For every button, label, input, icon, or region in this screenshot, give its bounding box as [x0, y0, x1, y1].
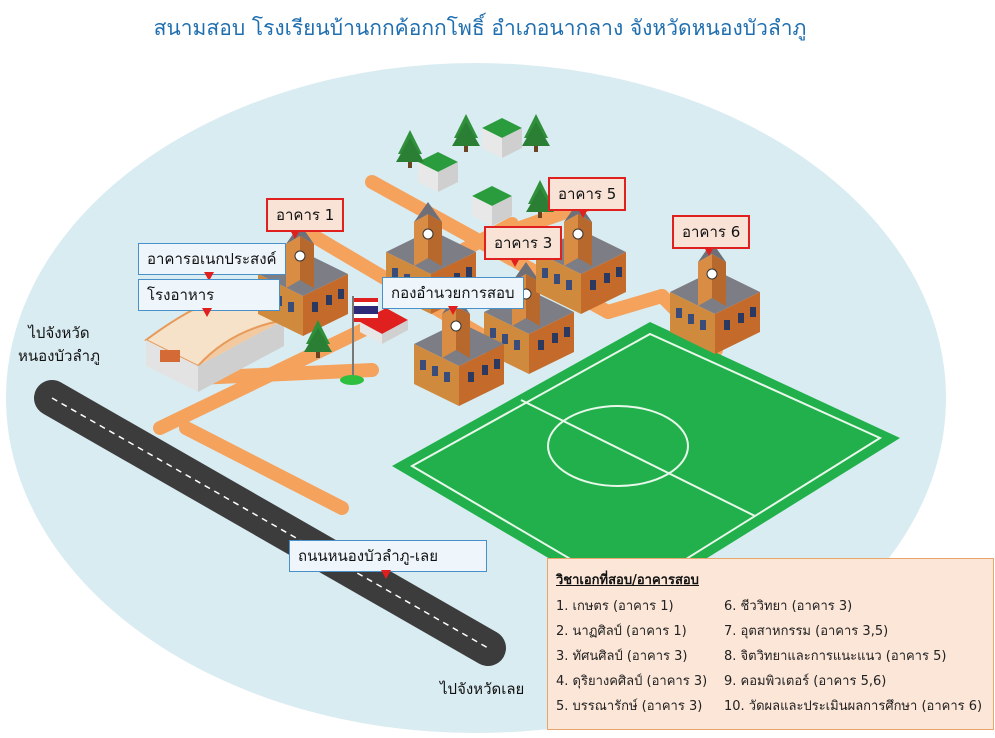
pin-building-5	[578, 209, 588, 218]
page-title: สนามสอบ โรงเรียนบ้านกกค้อกกโพธิ์ อำเภอนา…	[153, 16, 807, 40]
pin-building-6	[704, 247, 714, 256]
pin-multipurpose	[204, 272, 214, 281]
canteen-building	[144, 294, 288, 392]
label-road: ถนนหนองบัวลำภู-เลย	[289, 540, 487, 572]
label-building-1: อาคาร 1	[266, 198, 345, 232]
pin-exam-office	[448, 306, 458, 315]
pin-canteen	[202, 308, 212, 317]
highway	[34, 380, 506, 666]
legend-title: วิชาเอกที่สอบ/อาคารสอบ	[556, 573, 699, 588]
direction-nongbua-line2: หนองบัวลำภู	[18, 346, 100, 365]
label-multipurpose: อาคารอเนกประสงค์	[138, 243, 286, 275]
label-building-6: อาคาร 6	[672, 215, 751, 249]
label-building-5: อาคาร 5	[548, 177, 627, 211]
pin-building-1	[290, 230, 300, 239]
label-exam-office: กองอำนวยการสอบ	[382, 277, 524, 309]
legend-item: 3. ทัศนศิลป์ (อาคาร 3)	[556, 649, 688, 664]
legend-item: 7. อุตสาหกรรม (อาคาร 3,5)	[724, 624, 889, 639]
legend-column-right: 6. ชีววิทยา (อาคาร 3) 7. อุตสาหกรรม (อาค…	[724, 595, 982, 720]
direction-nongbua-line1: ไปจังหวัด	[28, 324, 90, 342]
legend-item: 10. วัดผลและประเมินผลการศึกษา (อาคาร 6)	[724, 699, 983, 714]
legend-item: 8. จิตวิทยาและการแนะแนว (อาคาร 5)	[724, 649, 947, 664]
label-canteen: โรงอาหาร	[138, 279, 280, 311]
label-building-3: อาคาร 3	[484, 226, 563, 260]
thai-flag	[340, 296, 378, 385]
legend-item: 1. เกษตร (อาคาร 1)	[556, 599, 674, 614]
legend-column-left: 1. เกษตร (อาคาร 1) 2. นาฏศิลป์ (อาคาร 1)…	[556, 595, 707, 720]
football-field	[392, 322, 900, 606]
legend-item: 5. บรรณารักษ์ (อาคาร 3)	[556, 699, 703, 714]
direction-nongbua: ไปจังหวัด หนองบัวลำภู	[14, 322, 104, 367]
legend-item: 9. คอมพิวเตอร์ (อาคาร 5,6)	[724, 674, 887, 689]
direction-loei: ไปจังหวัดเลย	[440, 680, 525, 698]
pin-building-3	[510, 258, 520, 267]
legend-item: 2. นาฏศิลป์ (อาคาร 1)	[556, 624, 687, 639]
legend-item: 4. ดุริยางคศิลป์ (อาคาร 3)	[556, 674, 708, 689]
legend-box: วิชาเอกที่สอบ/อาคารสอบ 1. เกษตร (อาคาร 1…	[547, 558, 994, 730]
legend-item: 6. ชีววิทยา (อาคาร 3)	[724, 599, 853, 614]
pin-road	[381, 570, 391, 579]
exam-office-building	[360, 308, 408, 344]
